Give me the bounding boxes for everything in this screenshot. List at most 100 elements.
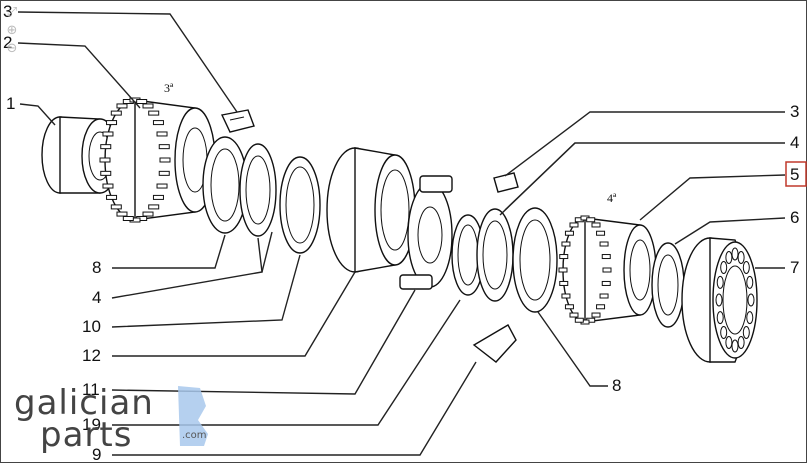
part-4-synchro-ring-right[interactable]	[476, 208, 514, 302]
gear-label-4th: 4ª	[607, 191, 617, 205]
bearing-roller	[742, 326, 750, 340]
part-8-needle-bearing-right[interactable]	[512, 207, 558, 313]
gear-tooth	[156, 131, 168, 137]
bearing-roller	[725, 251, 733, 265]
zoom-out-icon[interactable]: ⊖	[6, 40, 18, 55]
gear-tooth	[158, 144, 170, 150]
bearing-roller	[715, 293, 723, 307]
bearing-roller	[742, 260, 750, 274]
gear-tooth	[116, 211, 128, 217]
bearing-roller	[720, 260, 728, 274]
part-9-synchro-key[interactable]	[472, 324, 517, 363]
expand-icon[interactable]: ⤢	[6, 4, 18, 19]
callout-10[interactable]: 10	[82, 317, 101, 336]
callout-1[interactable]: 1	[6, 94, 15, 113]
gear-tooth	[601, 254, 611, 260]
bearing-roller	[737, 251, 745, 265]
gear-tooth	[559, 254, 569, 260]
gear-tooth	[564, 230, 574, 236]
callout-3-left[interactable]: 3	[3, 2, 12, 21]
gear-tooth	[156, 183, 168, 189]
gear-tooth	[100, 144, 112, 150]
gear-tooth	[110, 110, 122, 116]
gear-tooth	[100, 170, 112, 176]
bearing-roller	[746, 275, 754, 289]
gear-tooth	[564, 304, 574, 310]
gear-tooth	[599, 241, 609, 247]
callout-8-left[interactable]: 8	[92, 258, 101, 277]
gear-tooth	[559, 280, 569, 286]
bearing-roller	[716, 311, 724, 325]
callout-5[interactable]: 5	[790, 165, 799, 184]
part-7-roller-bearing[interactable]	[681, 237, 758, 363]
part-4-synchro-ring-left[interactable]	[239, 143, 277, 237]
gear-tooth	[158, 170, 170, 176]
part-5-fourth-gear[interactable]	[558, 215, 657, 325]
bearing-roller	[716, 275, 724, 289]
gear-tooth	[569, 222, 579, 228]
gear-tooth	[558, 267, 568, 273]
bearing-roller	[731, 247, 739, 261]
gear-tooth	[152, 194, 164, 200]
gear-tooth	[99, 157, 111, 163]
part-10-circlip[interactable]	[279, 156, 321, 254]
callout-8-right[interactable]: 8	[612, 376, 621, 395]
gear-tooth	[596, 304, 606, 310]
gear-tooth	[148, 110, 160, 116]
part-11-synchro-hub[interactable]	[399, 175, 453, 290]
leader-lines	[17, 11, 786, 456]
bearing-roller	[746, 311, 754, 325]
gear-tooth	[561, 241, 571, 247]
gear-teeth	[99, 97, 171, 223]
gear-tooth	[561, 293, 571, 299]
bearing-roller	[737, 335, 745, 349]
zoom-in-icon[interactable]: ⊕	[6, 22, 18, 37]
gear-tooth	[596, 230, 606, 236]
callout-3-right[interactable]: 3	[790, 102, 799, 121]
part-2-third-gear[interactable]	[99, 97, 216, 223]
gear-tooth	[599, 293, 609, 299]
callout-19[interactable]: 19	[82, 415, 101, 434]
callout-4-right[interactable]: 4	[790, 133, 799, 152]
part-19-circlip[interactable]	[451, 214, 485, 296]
gear-tooth	[122, 215, 134, 221]
part-12-sliding-sleeve[interactable]	[326, 147, 416, 273]
gear-tooth	[591, 222, 601, 228]
gear-tooth	[102, 131, 114, 137]
gear-tooth	[586, 217, 596, 223]
zoom-toolbar: ⤢ ⊕ ⊖	[4, 4, 26, 58]
callout-7[interactable]: 7	[790, 258, 799, 277]
gear-tooth	[591, 312, 601, 318]
callout-6[interactable]: 6	[790, 208, 799, 227]
gear-tooth	[106, 120, 118, 126]
gear-tooth	[152, 120, 164, 126]
watermark-suffix: .com	[182, 430, 207, 441]
gear-tooth	[159, 157, 171, 163]
callout-11[interactable]: 11	[82, 380, 100, 399]
callout-12[interactable]: 12	[82, 346, 101, 365]
callout-5-highlight-box	[785, 161, 807, 187]
callout-4-left[interactable]: 4	[92, 288, 101, 307]
gear-tooth	[148, 204, 160, 210]
bearing-roller	[747, 293, 755, 307]
callout-labels: 3 2 1 8 4 10 12 11 19 9 3 4 5 6 7 8	[3, 2, 807, 464]
bearing-roller	[725, 335, 733, 349]
callout-9[interactable]: 9	[92, 445, 101, 464]
gear-tooth	[574, 317, 584, 323]
gear-tooth	[116, 103, 128, 109]
part-6-spacer[interactable]	[651, 242, 685, 328]
gear-tooth	[110, 204, 122, 210]
gear-tooth	[102, 183, 114, 189]
gear-tooth	[142, 103, 154, 109]
gear-tooth	[142, 211, 154, 217]
callout-2[interactable]: 2	[3, 33, 12, 52]
bearing-roller	[720, 326, 728, 340]
bearing-rollers	[715, 247, 755, 353]
gear-tooth	[569, 312, 579, 318]
part-3-synchro-key-left[interactable]	[220, 109, 255, 133]
